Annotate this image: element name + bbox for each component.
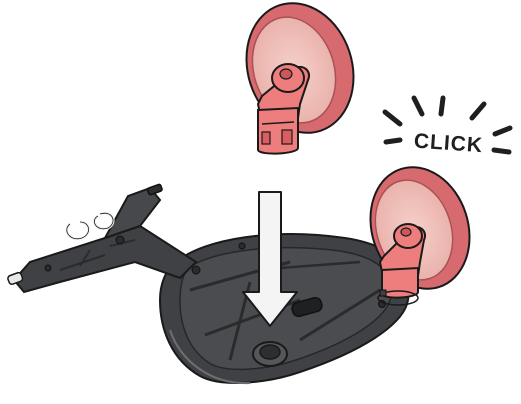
wheel-handle-lifted <box>230 0 370 154</box>
click-label: CLICK <box>413 130 484 158</box>
click-burst-icon: CLICK <box>385 98 510 157</box>
